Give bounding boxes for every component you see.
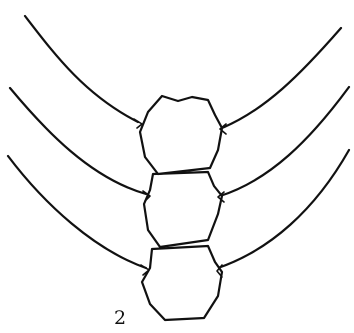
right-rib-lower: [218, 150, 349, 268]
vertebra-segment-upper: [140, 96, 222, 174]
left-joint-notch-upper: [134, 119, 142, 128]
left-rib-middle: [10, 88, 146, 194]
figure-number-label: 2: [114, 309, 126, 328]
vertebra-segment-lower: [142, 246, 222, 320]
vertebra-segment-middle: [144, 172, 222, 247]
right-rib-upper: [222, 28, 341, 128]
left-rib-lower: [8, 156, 146, 268]
left-rib-upper: [25, 16, 138, 122]
